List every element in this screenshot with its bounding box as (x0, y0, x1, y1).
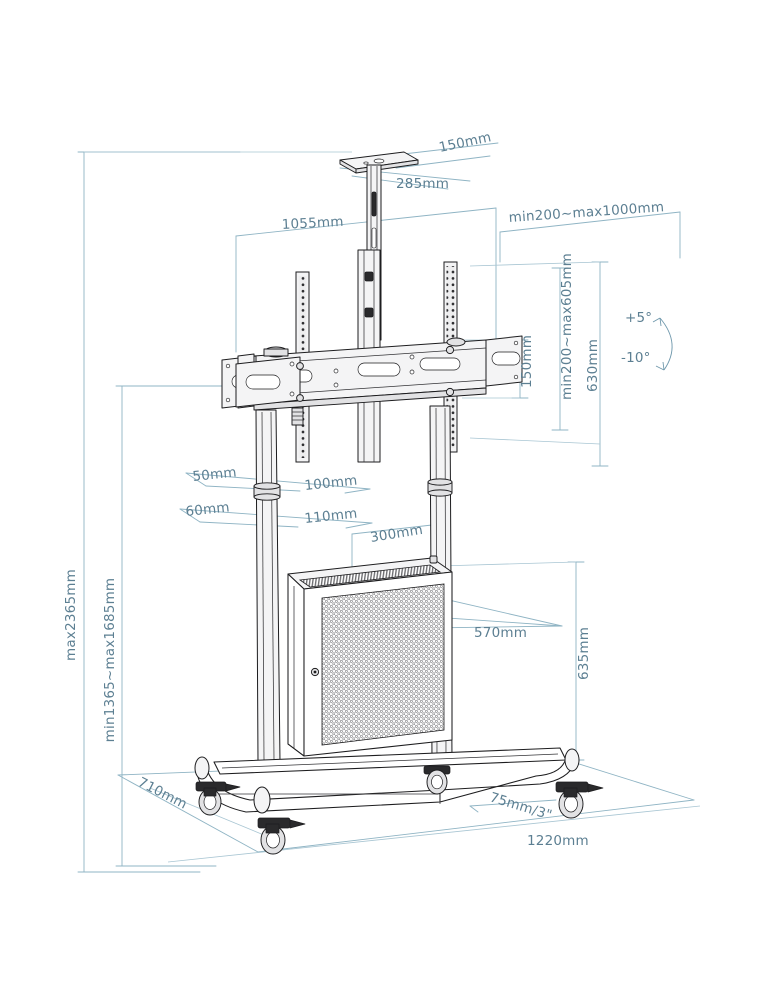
caster-rear-center (423, 765, 451, 795)
product-illustration-layer (194, 151, 604, 855)
dimension-label-l-150-brk: 150mm (519, 335, 535, 388)
tilt-lock-hardware-right (445, 337, 466, 397)
base-frame (194, 747, 580, 814)
dimension-label-l-630: 630mm (585, 339, 601, 392)
tilt-lock-hardware (263, 346, 304, 426)
dimension-label-l-1055: 1055mm (281, 214, 344, 233)
dimension-label-l-635: 635mm (576, 627, 592, 680)
dimension-label-l-110: 110mm (304, 506, 358, 527)
dimension-label-l-max2365: max2365mm (63, 569, 79, 661)
equipment-cabinet (287, 555, 453, 757)
dimension-label-l-300: 300mm (369, 522, 424, 546)
dimension-label-l-570: 570mm (474, 625, 527, 641)
dimension-label-l-tilt-up: +5° (625, 310, 652, 326)
caster-front-left (195, 781, 241, 816)
dimension-label-l-minmax1685: min1365~max1685mm (102, 578, 118, 743)
dimension-label-l-50: 50mm (192, 464, 238, 485)
caster-front-center (257, 817, 306, 855)
tilt-angle-annotation (652, 317, 673, 371)
dimension-label-l-75-3in: 75mm/3" (488, 790, 554, 824)
caster-front-right (555, 781, 604, 819)
dimension-label-l-60: 60mm (185, 499, 231, 520)
dimension-label-l-1220: 1220mm (527, 833, 589, 849)
dimension-label-l-100: 100mm (304, 473, 358, 494)
dimension-label-l-minmax605: min200~max605mm (559, 253, 575, 400)
dimension-label-l-150-top: 150mm (438, 129, 493, 156)
dimension-label-l-285: 285mm (396, 176, 449, 192)
column-left (253, 409, 281, 763)
dimension-label-l-tilt-down: -10° (621, 350, 651, 366)
dimension-label-l-710: 710mm (135, 774, 190, 812)
bracket-arm-left-outer (235, 356, 301, 408)
horizontal-mount-bracket (221, 335, 523, 411)
